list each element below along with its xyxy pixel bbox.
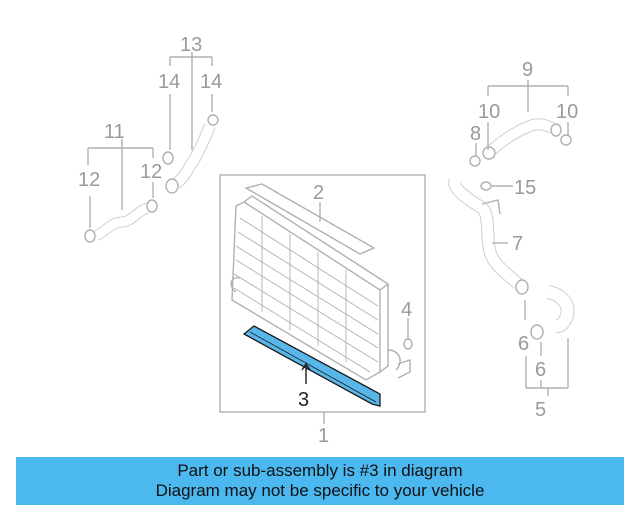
hose-assembly-11[interactable] bbox=[84, 139, 158, 243]
callout-14-right: 14 bbox=[200, 71, 222, 93]
banner-line-part: Part or sub-assembly is #3 in diagram bbox=[177, 461, 463, 480]
callout-7: 7 bbox=[512, 233, 523, 255]
callout-13: 13 bbox=[180, 34, 202, 56]
callout-9: 9 bbox=[522, 59, 533, 81]
callout-15: 15 bbox=[514, 177, 536, 199]
hose-assembly-9[interactable] bbox=[469, 80, 572, 191]
callout-6-right: 6 bbox=[535, 359, 546, 381]
pipe-7[interactable] bbox=[448, 178, 529, 295]
info-banner: Part or sub-assembly is #3 in diagram Di… bbox=[16, 457, 624, 505]
intercooler-core[interactable] bbox=[230, 195, 413, 381]
callout-10-right: 10 bbox=[556, 101, 578, 123]
hose-assembly-13[interactable] bbox=[162, 52, 219, 194]
parts-diagram: 1 2 3 4 5 6 6 7 8 9 10 10 11 12 12 13 14… bbox=[78, 34, 578, 447]
callout-8: 8 bbox=[470, 123, 481, 145]
callout-12-right: 12 bbox=[140, 161, 162, 183]
callout-1: 1 bbox=[318, 425, 329, 447]
hose-assembly-5[interactable] bbox=[524, 285, 575, 396]
callout-2: 2 bbox=[313, 182, 324, 204]
callout-5: 5 bbox=[535, 399, 546, 421]
banner-line-disclaimer: Diagram may not be specific to your vehi… bbox=[155, 481, 485, 500]
callout-3: 3 bbox=[298, 389, 309, 411]
top-strip-2[interactable] bbox=[244, 183, 376, 255]
callout-11: 11 bbox=[104, 121, 125, 143]
intercooler-box-1[interactable] bbox=[219, 174, 426, 424]
seal-strip-3-highlighted[interactable] bbox=[242, 325, 381, 407]
callout-10-left: 10 bbox=[478, 101, 500, 123]
callout-12-left: 12 bbox=[78, 169, 100, 191]
callout-14-left: 14 bbox=[158, 71, 180, 93]
callout-4: 4 bbox=[401, 299, 412, 321]
callout-6-left: 6 bbox=[518, 333, 529, 355]
